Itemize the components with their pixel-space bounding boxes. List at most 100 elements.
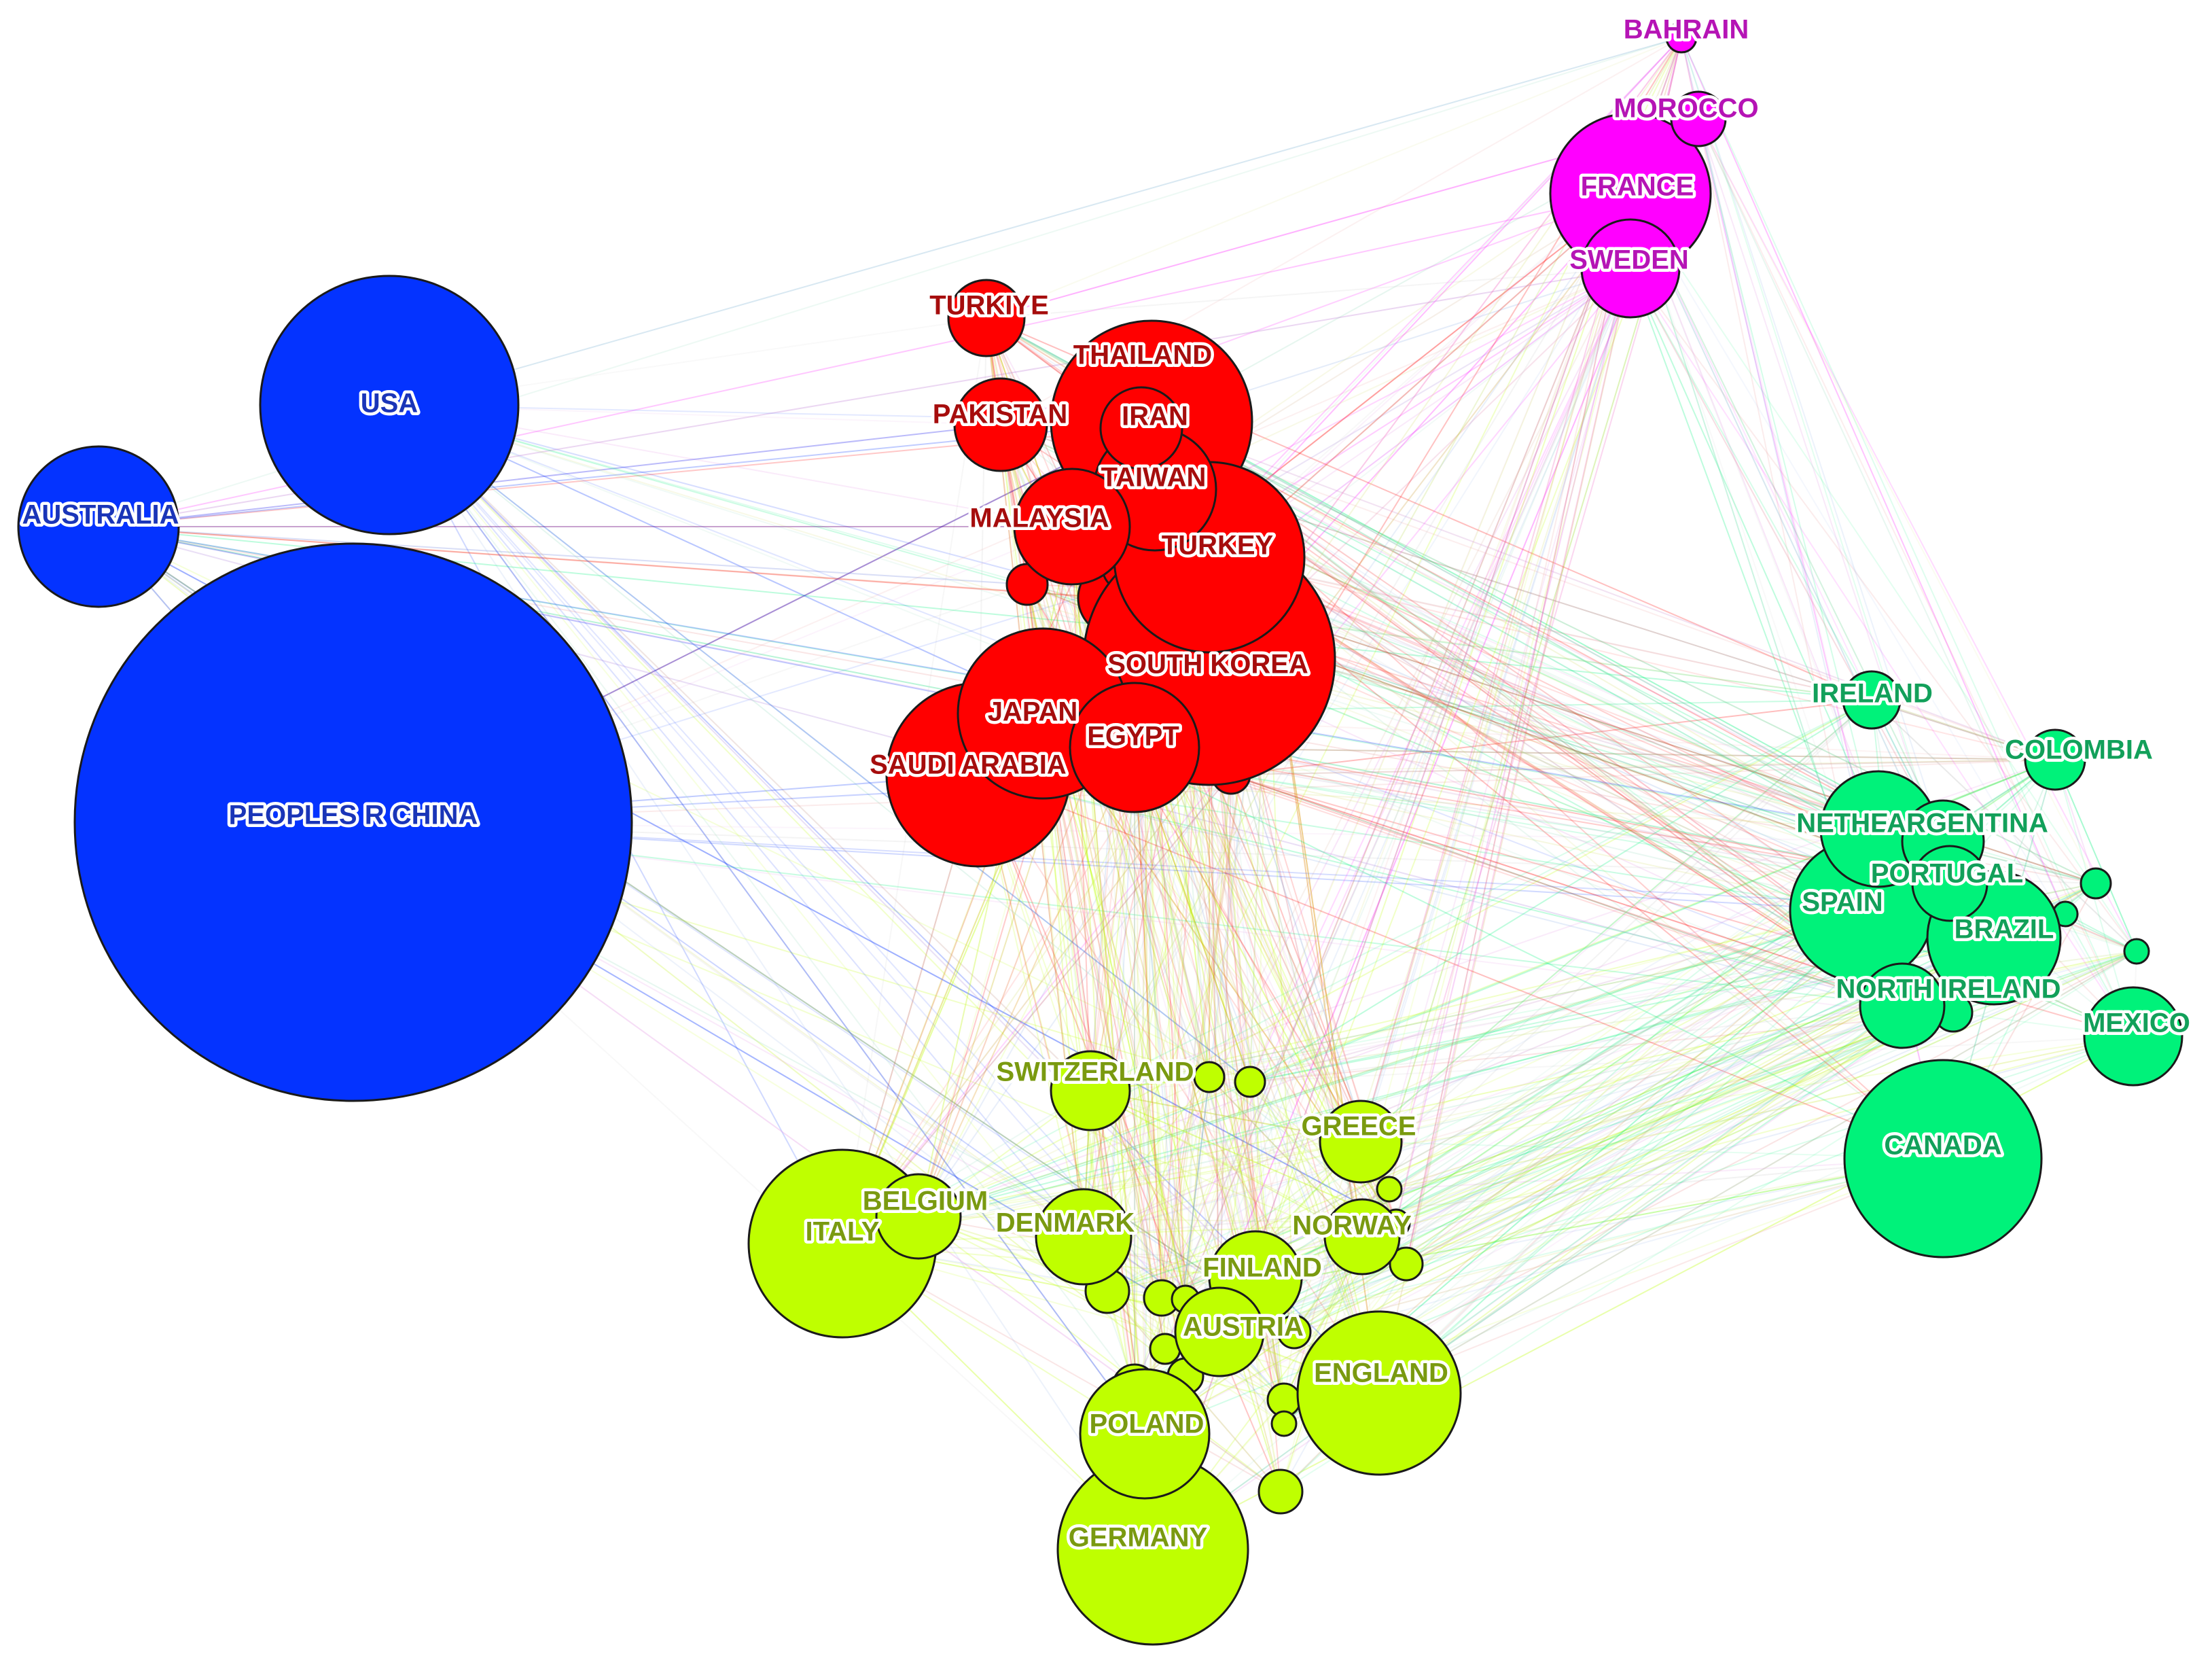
node-ireland[interactable] — [1842, 670, 1902, 730]
node-north-ireland[interactable] — [1859, 962, 1946, 1049]
collaboration-edge — [1266, 594, 1879, 830]
node-belgium[interactable] — [875, 1173, 962, 1260]
label-iran: IRAN — [1122, 402, 1188, 432]
collaboration-edge — [1230, 699, 1872, 775]
node-usa[interactable] — [259, 275, 520, 535]
collaboration-edge — [842, 774, 1232, 1244]
collaboration-edge — [1144, 1012, 1954, 1435]
collaboration-edge — [1360, 910, 1862, 1142]
collaboration-edge — [1134, 1081, 1251, 1387]
node-england[interactable] — [1296, 1310, 1462, 1476]
label-saudi-arabia: SAUDI ARABIA — [870, 750, 1067, 780]
node-iran[interactable] — [1099, 386, 1183, 470]
collaboration-edge — [1090, 1090, 1361, 1142]
collaboration-edge — [389, 37, 1682, 406]
collaboration-edge — [1360, 193, 1631, 1142]
node-canada[interactable] — [1843, 1059, 2043, 1259]
collaboration-edge — [842, 774, 1232, 1244]
collaboration-edge — [1134, 747, 1923, 1017]
collaboration-edge — [1161, 774, 1232, 1299]
label-morocco: MOROCCO — [1613, 94, 1758, 124]
collaboration-edge — [1395, 910, 1862, 1224]
collaboration-edge — [1406, 193, 1631, 1265]
collaboration-edge — [1090, 193, 1631, 1091]
collaboration-edge — [1134, 1158, 1944, 1387]
node-poland[interactable] — [1079, 1368, 1211, 1500]
collaboration-edge — [389, 404, 1285, 1424]
collaboration-edge — [1042, 713, 1166, 1350]
collaboration-edge — [1090, 910, 1862, 1091]
label-norway: NORWAY — [1292, 1211, 1412, 1241]
node-colombia[interactable] — [2024, 728, 2086, 791]
node-layer — [17, 21, 2183, 1646]
lime-minor-node — [1376, 1176, 1403, 1203]
label-portugal: PORTUGAL — [1871, 859, 2023, 889]
collaboration-edge — [1185, 193, 1631, 1377]
node-norway[interactable] — [1323, 1198, 1401, 1276]
collaboration-edge — [1219, 1005, 1903, 1333]
node-portugal[interactable] — [1911, 845, 1988, 922]
collaboration-edge — [1249, 910, 1862, 1083]
node-greece[interactable] — [1319, 1100, 1403, 1184]
collaboration-edge — [389, 404, 1285, 1401]
collaboration-edge — [1255, 193, 1631, 1278]
collaboration-edge — [389, 404, 1295, 1333]
collaboration-edge — [1185, 193, 1631, 1300]
node-malaysia[interactable] — [1013, 468, 1131, 586]
collaboration-edge — [1090, 1090, 1361, 1142]
collaboration-edge — [1294, 951, 2137, 1333]
collaboration-edge — [1283, 1141, 1361, 1424]
collaboration-edge — [1042, 713, 1256, 1278]
label-argentina: ARGENTINA — [1887, 809, 2048, 839]
label-denmark: DENMARK — [996, 1208, 1135, 1238]
node-pakistan[interactable] — [953, 377, 1048, 472]
collaboration-edge — [1185, 1158, 1944, 1300]
node-turkiye[interactable] — [947, 279, 1026, 357]
collaboration-edge — [1406, 1012, 1954, 1265]
label-egypt: EGYPT — [1087, 722, 1179, 752]
collaboration-edge — [1144, 910, 1862, 1435]
node-switzerland[interactable] — [1050, 1050, 1131, 1131]
collaboration-edge — [1630, 193, 1950, 884]
node-morocco[interactable] — [1670, 90, 1727, 147]
node-sweden[interactable] — [1580, 218, 1681, 319]
node-austria[interactable] — [1174, 1286, 1265, 1377]
collaboration-edge — [2054, 759, 2137, 952]
lime-minor-node — [1270, 1410, 1298, 1437]
collaboration-edge — [1698, 118, 1950, 884]
collaboration-edge — [1144, 1015, 1923, 1435]
node-egypt[interactable] — [1069, 682, 1200, 813]
collaboration-edge — [1230, 774, 1923, 1017]
collaboration-edge — [1230, 774, 1923, 1017]
collaboration-edge — [918, 1216, 1397, 1224]
collaboration-edge — [1185, 699, 1872, 1300]
node-peoples-r-china[interactable] — [73, 542, 633, 1102]
collaboration-edge — [1107, 268, 1631, 1292]
node-australia[interactable] — [17, 445, 180, 608]
collaboration-edge — [1378, 910, 1862, 1394]
node-bahrain[interactable] — [1665, 21, 1698, 54]
collaboration-edge — [1164, 193, 1631, 1350]
node-mexico[interactable] — [2083, 986, 2183, 1087]
collaboration-edge — [1406, 193, 1631, 1265]
collaboration-edge — [1042, 713, 1166, 1350]
collaboration-edge — [389, 404, 1108, 1292]
collaboration-edge — [389, 404, 1145, 1435]
collaboration-edge — [389, 404, 1091, 1091]
label-england: ENGLAND — [1314, 1358, 1448, 1388]
label-pakistan: PAKISTAN — [933, 400, 1068, 429]
label-germany: GERMANY — [1069, 1523, 1208, 1553]
label-peoples-r-china: PEOPLES R CHINA — [229, 801, 478, 830]
collaboration-edge — [918, 747, 1135, 1217]
collaboration-edge — [389, 404, 1380, 1394]
collaboration-edge — [1161, 1141, 1361, 1299]
collaboration-edge — [1152, 1005, 1903, 1550]
node-denmark[interactable] — [1035, 1188, 1132, 1286]
collaboration-edge — [1681, 37, 2134, 1037]
collaboration-edge — [1185, 1158, 1944, 1300]
collaboration-edge — [842, 937, 1995, 1244]
collaboration-edge — [1681, 37, 1944, 842]
collaboration-edge — [1266, 594, 1879, 830]
green-minor-node — [2080, 867, 2112, 900]
